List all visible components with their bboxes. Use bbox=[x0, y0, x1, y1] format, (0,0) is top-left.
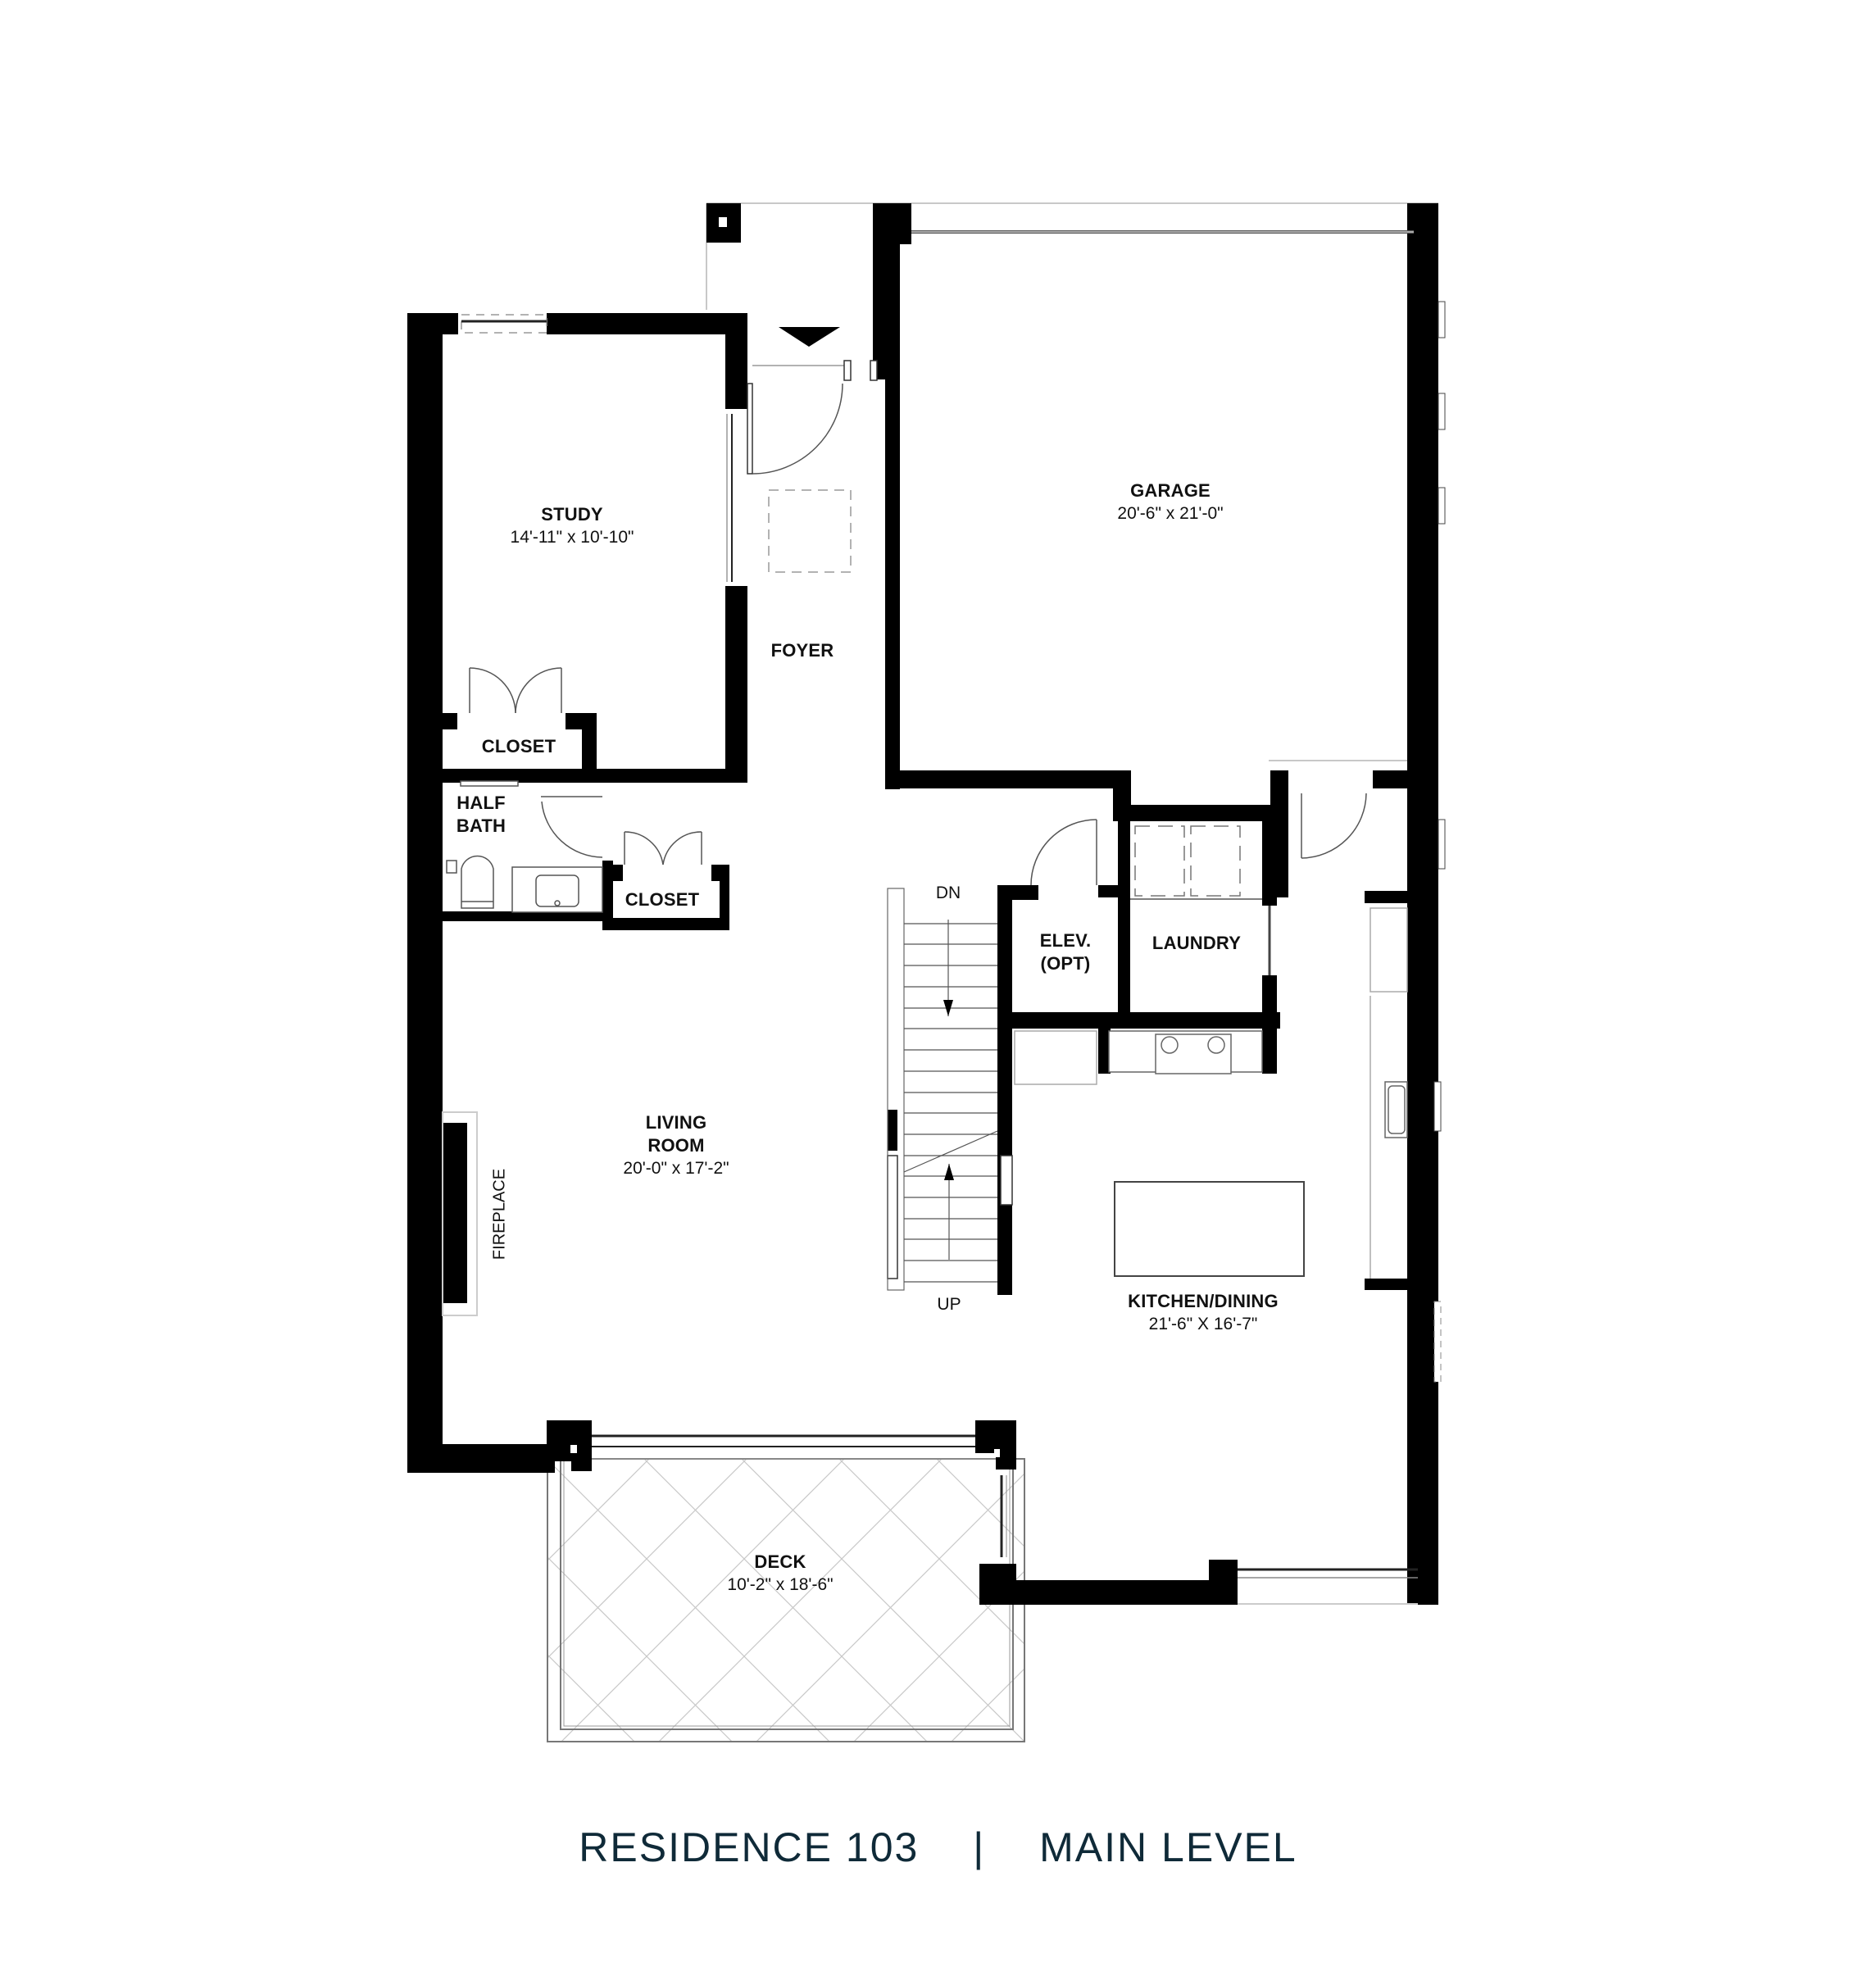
room-kitchen-dining: KITCHEN/DINING 21'-6" X 16'-7" bbox=[1128, 1290, 1279, 1336]
room-dimensions: 10'-2" x 18'-6" bbox=[727, 1575, 834, 1594]
room-name: GARAGE bbox=[1130, 480, 1211, 501]
room-name-line2: (OPT) bbox=[1040, 953, 1091, 974]
deck bbox=[547, 1458, 1025, 1742]
room-name: FOYER bbox=[770, 640, 834, 661]
stair-up-arrow-icon bbox=[944, 1164, 954, 1180]
entry-porch-outline bbox=[706, 202, 1438, 761]
doors bbox=[469, 360, 1367, 886]
room-name: STUDY bbox=[541, 504, 603, 525]
room-deck: DECK 10'-2" x 18'-6" bbox=[727, 1551, 833, 1597]
entry-arrow-icon bbox=[779, 327, 840, 347]
room-name-line1: ELEV. bbox=[1039, 930, 1092, 951]
title-separator: | bbox=[973, 1824, 986, 1870]
room-half-bath: HALF BATH bbox=[457, 792, 506, 838]
room-study-closet: CLOSET bbox=[482, 735, 556, 758]
stair-down-arrow-icon bbox=[943, 1000, 953, 1016]
room-laundry: LAUNDRY bbox=[1152, 932, 1241, 955]
room-dimensions: 20'-0" x 17'-2" bbox=[623, 1159, 729, 1178]
room-elevator: ELEV. (OPT) bbox=[1040, 929, 1092, 975]
laundry-appliances bbox=[1130, 825, 1262, 900]
room-name-line1: HALF bbox=[457, 793, 506, 813]
room-name: CLOSET bbox=[481, 736, 556, 756]
room-name-line2: BATH bbox=[456, 815, 506, 836]
room-study: STUDY 14'-11" x 10'-10" bbox=[511, 503, 634, 549]
stair-up-label: UP bbox=[937, 1295, 961, 1314]
room-name: CLOSET bbox=[625, 889, 700, 910]
walls bbox=[407, 203, 1438, 1605]
room-name: DECK bbox=[754, 1551, 806, 1572]
residence-name: RESIDENCE 103 bbox=[579, 1824, 920, 1870]
room-garage: GARAGE 20'-6" x 21'-0" bbox=[1117, 479, 1223, 525]
room-dimensions: 21'-6" X 16'-7" bbox=[1148, 1315, 1258, 1333]
room-foyer: FOYER bbox=[771, 639, 834, 662]
room-dimensions: 20'-6" x 21'-0" bbox=[1117, 504, 1224, 523]
fireplace-label: FIREPLACE bbox=[490, 1168, 509, 1261]
room-dimensions: 14'-11" x 10'-10" bbox=[510, 528, 634, 547]
kitchen-fixtures bbox=[1014, 907, 1408, 1279]
room-name-line2: ROOM bbox=[647, 1135, 705, 1156]
foyer-rug bbox=[768, 489, 852, 573]
column-notches bbox=[570, 1445, 1000, 1457]
room-hall-closet: CLOSET bbox=[625, 888, 699, 911]
half-bath-fixtures bbox=[446, 780, 603, 913]
level-name: MAIN LEVEL bbox=[1039, 1824, 1297, 1870]
plan-title: RESIDENCE 103 | MAIN LEVEL bbox=[0, 1824, 1876, 1871]
fireplace-hearth bbox=[442, 1111, 478, 1316]
windows bbox=[461, 230, 1446, 1605]
room-name: KITCHEN/DINING bbox=[1128, 1291, 1279, 1311]
room-name: LAUNDRY bbox=[1151, 933, 1242, 953]
staircase bbox=[887, 888, 998, 1291]
room-living: LIVING ROOM 20'-0" x 17'-2" bbox=[623, 1111, 729, 1180]
room-name-line1: LIVING bbox=[645, 1112, 707, 1133]
stair-down-label: DN bbox=[935, 884, 961, 902]
